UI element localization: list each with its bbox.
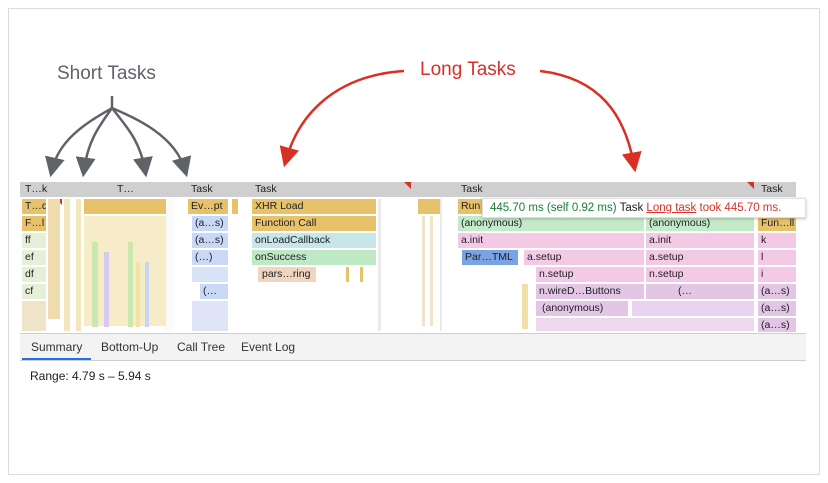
flame-block[interactable]: (a…s): [758, 284, 796, 299]
tooltip-took: took 445.70 ms.: [699, 202, 782, 214]
short-task-arrows: [45, 96, 192, 178]
flame-block[interactable]: (a…s): [758, 318, 796, 332]
flame-block[interactable]: df: [22, 267, 46, 282]
tooltip-task: Task: [619, 202, 644, 214]
flame-block[interactable]: a.setup: [646, 250, 754, 265]
flame-block[interactable]: T…k: [22, 182, 60, 197]
flame-block[interactable]: n.setup: [536, 267, 644, 282]
flame-block[interactable]: Function Call: [252, 216, 376, 231]
flame-block[interactable]: l: [758, 250, 796, 265]
long-task-arrows: [279, 69, 642, 173]
flame-block[interactable]: (…): [192, 250, 228, 265]
tab-summary[interactable]: Summary: [22, 334, 92, 360]
short-tasks-label: Short Tasks: [57, 63, 156, 84]
flame-block[interactable]: ef: [22, 250, 46, 265]
flame-block[interactable]: Task: [188, 182, 250, 197]
flame-block[interactable]: n.wireD…Buttons: [536, 284, 644, 299]
flame-block[interactable]: T…: [114, 182, 134, 197]
flame-block[interactable]: Task: [758, 182, 796, 197]
flame-block[interactable]: a.init: [458, 233, 644, 248]
flame-block[interactable]: cf: [22, 284, 46, 299]
flame-block[interactable]: Task: [458, 182, 754, 197]
flame-block[interactable]: onLoadCallback: [252, 233, 376, 248]
flame-block[interactable]: T…d: [22, 199, 46, 214]
flame-block[interactable]: (a…s): [758, 301, 796, 316]
flame-block[interactable]: onSuccess: [252, 250, 376, 265]
flame-block[interactable]: F…l: [22, 216, 46, 231]
flame-block[interactable]: a.setup: [524, 250, 644, 265]
flame-block[interactable]: ff: [22, 233, 46, 248]
details-tabbar: Summary Bottom-Up Call Tree Event Log: [20, 333, 806, 361]
range-text: Range: 4.79 s – 5.94 s: [30, 369, 151, 383]
flame-block[interactable]: pars…ring: [258, 267, 316, 282]
long-task-marker: [404, 182, 411, 189]
flame-block[interactable]: i: [758, 267, 796, 282]
flame-block[interactable]: (…: [646, 284, 754, 299]
flame-block[interactable]: Run: [458, 199, 488, 214]
flame-block[interactable]: Ev…pt: [188, 199, 228, 214]
tab-event-log[interactable]: Event Log: [241, 340, 296, 354]
flame-block[interactable]: (anonymous): [536, 301, 628, 316]
flame-block[interactable]: Par…TML: [462, 250, 518, 265]
flame-chart[interactable]: T…k T…d F…l ff ef df cf T… Task Ev…pt (a…: [20, 182, 796, 332]
flame-block[interactable]: n.setup: [646, 267, 754, 282]
flame-block[interactable]: (…: [200, 284, 228, 299]
long-task-link[interactable]: Long task: [646, 202, 697, 214]
tooltip-duration: 445.70 ms (self 0.92 ms): [490, 202, 617, 214]
tab-bottom-up[interactable]: Bottom-Up: [101, 340, 159, 354]
flame-block[interactable]: (a…s): [192, 233, 228, 248]
long-task-tooltip: 445.70 ms (self 0.92 ms) Task Long task …: [482, 198, 806, 218]
flame-block[interactable]: k: [758, 233, 796, 248]
flame-block[interactable]: (anonymous): [458, 216, 644, 231]
tab-call-tree[interactable]: Call Tree: [177, 340, 226, 354]
flame-block[interactable]: Task: [252, 182, 412, 197]
long-task-marker: [747, 182, 754, 189]
flame-block[interactable]: a.init: [646, 233, 754, 248]
flame-block[interactable]: (a…s): [192, 216, 228, 231]
flame-block[interactable]: XHR Load: [252, 199, 376, 214]
flame-block[interactable]: (anonymous): [646, 216, 754, 231]
flame-block[interactable]: Fun…ll: [758, 216, 796, 231]
long-tasks-label: Long Tasks: [420, 59, 516, 80]
